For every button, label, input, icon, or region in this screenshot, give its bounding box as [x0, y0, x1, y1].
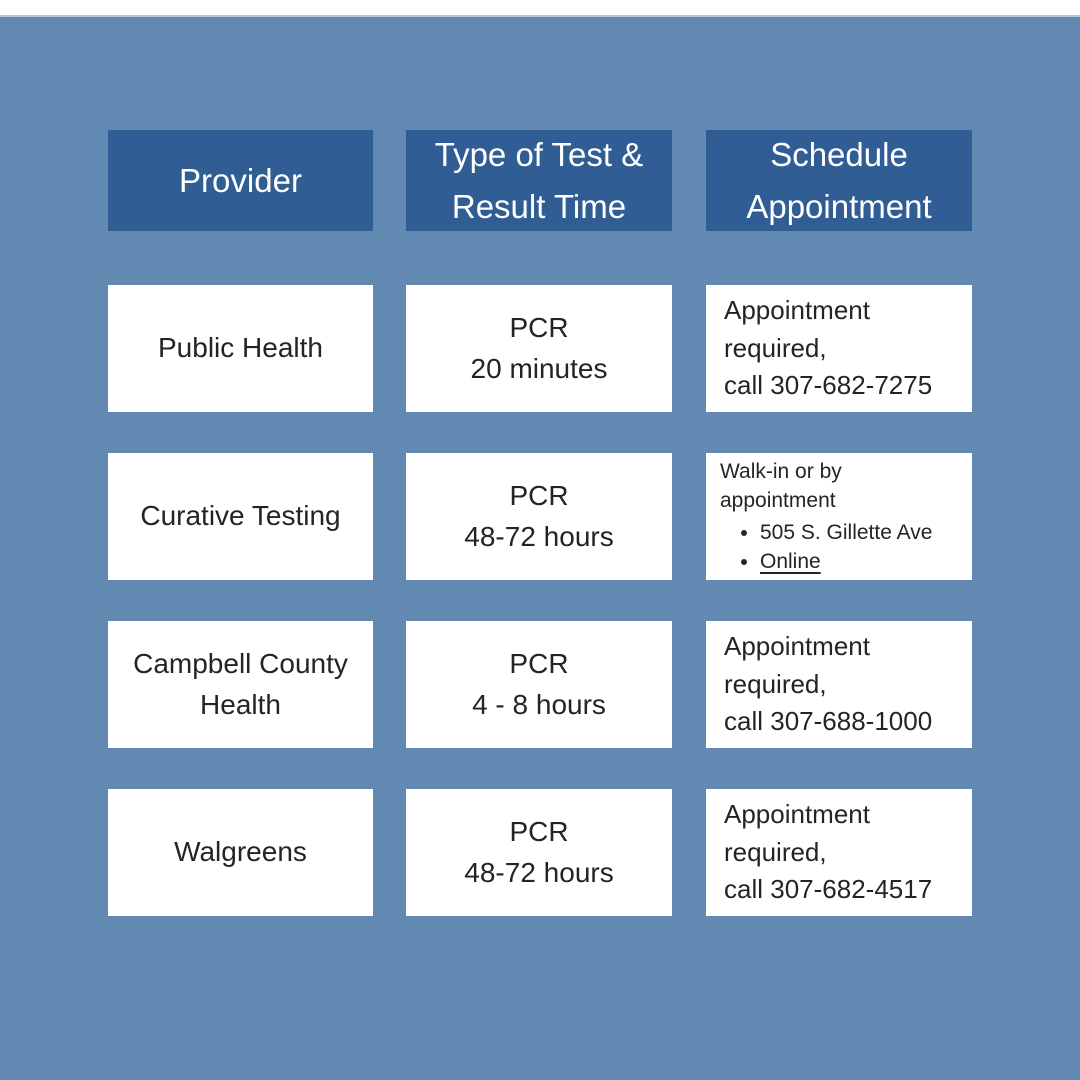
provider-cell: Curative Testing — [108, 453, 373, 580]
table-row: Public Health PCR 20 minutes Appointment… — [108, 285, 974, 412]
table-row: Campbell County Health PCR 4 - 8 hours A… — [108, 621, 974, 748]
address-text: 505 S. Gillette Ave — [760, 520, 933, 544]
schedule-cell: Walk-in or by appointment 505 S. Gillett… — [706, 453, 972, 580]
test-cell: PCR 48-72 hours — [406, 453, 672, 580]
provider-cell: Walgreens — [108, 789, 373, 916]
test-cell: PCR 20 minutes — [406, 285, 672, 412]
schedule-cell: Appointment required, call 307-688-1000 — [706, 621, 972, 748]
provider-cell: Campbell County Health — [108, 621, 373, 748]
header-schedule: Schedule Appointment — [706, 130, 972, 231]
top-strip — [0, 0, 1080, 17]
schedule-cell: Appointment required, call 307-682-7275 — [706, 285, 972, 412]
schedule-cell: Appointment required, call 307-682-4517 — [706, 789, 972, 916]
provider-cell: Public Health — [108, 285, 373, 412]
table-row: Curative Testing PCR 48-72 hours Walk-in… — [108, 453, 974, 580]
online-bullet: Online — [760, 547, 966, 576]
online-link[interactable]: Online — [760, 549, 821, 573]
address-bullet: 505 S. Gillette Ave — [760, 518, 966, 547]
header-test-type: Type of Test & Result Time — [406, 130, 672, 231]
testing-providers-table: Provider Type of Test & Result Time Sche… — [108, 130, 974, 957]
table-row: Walgreens PCR 48-72 hours Appointment re… — [108, 789, 974, 916]
test-cell: PCR 48-72 hours — [406, 789, 672, 916]
walkin-intro-text: Walk-in or by appointment — [720, 459, 842, 513]
schedule-options-list: 505 S. Gillette Ave Online — [720, 518, 966, 577]
table-header-row: Provider Type of Test & Result Time Sche… — [108, 130, 974, 231]
test-cell: PCR 4 - 8 hours — [406, 621, 672, 748]
header-provider: Provider — [108, 130, 373, 231]
